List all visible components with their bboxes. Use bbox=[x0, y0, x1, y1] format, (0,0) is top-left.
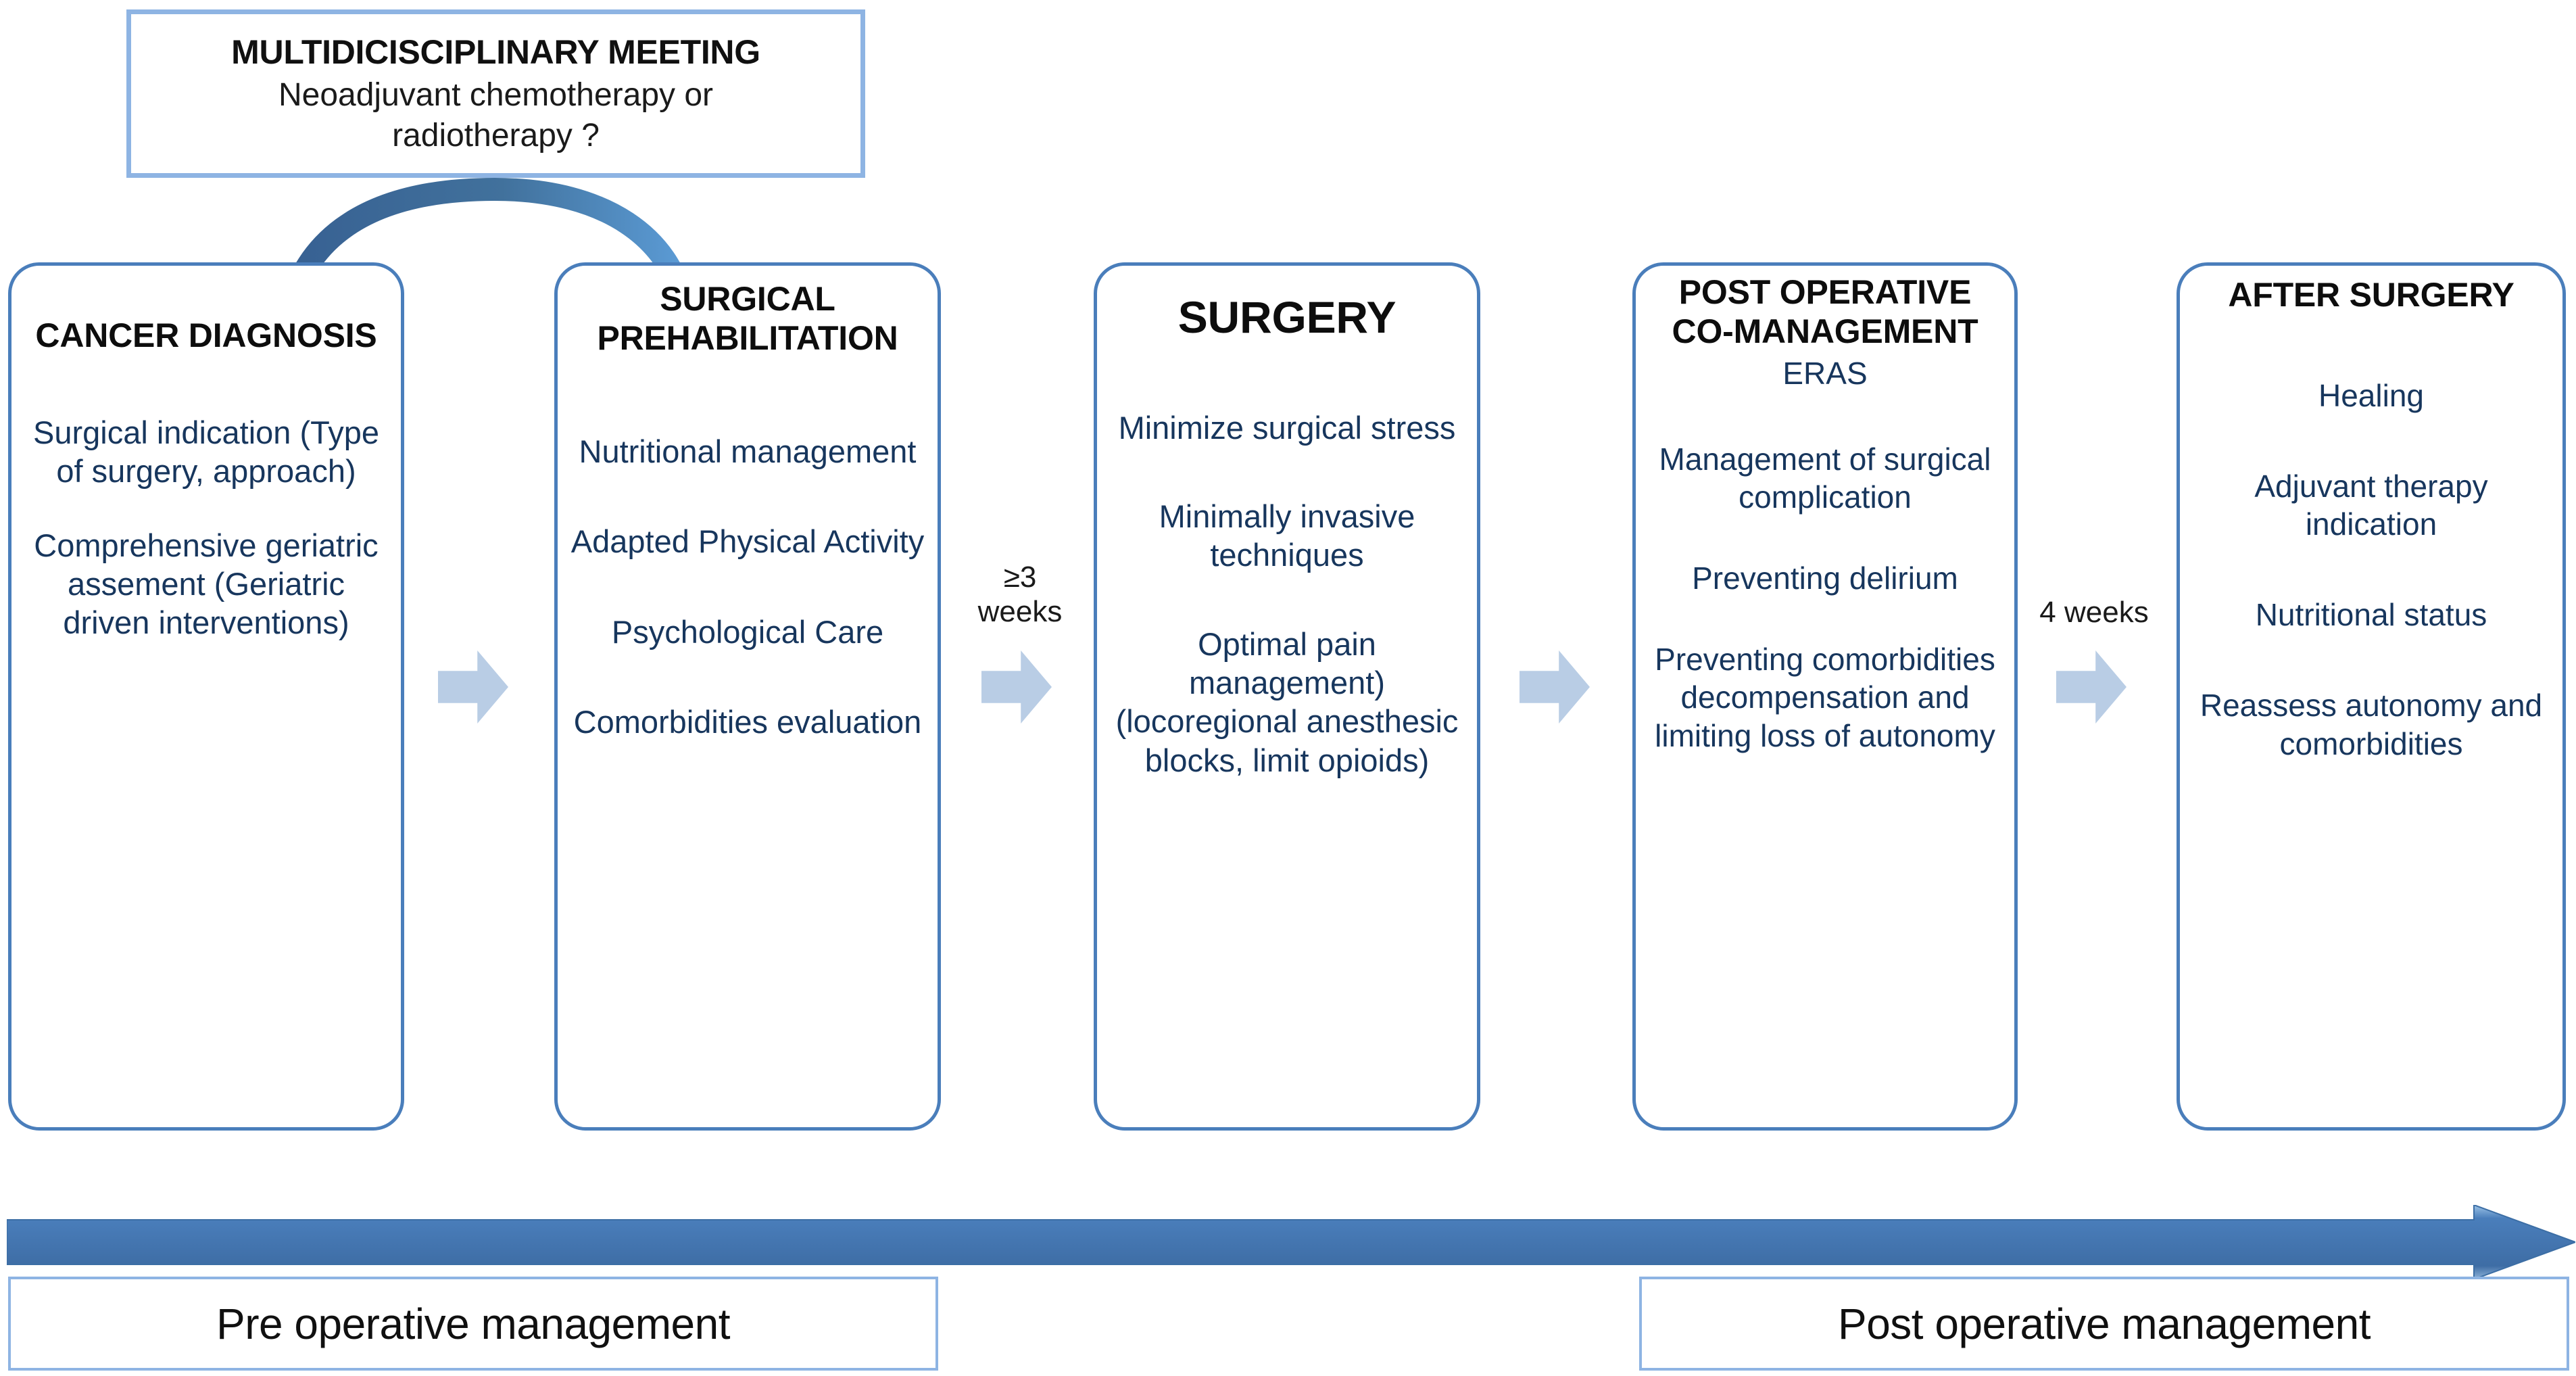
meeting-title: MULTIDICISCIPLINARY MEETING bbox=[231, 33, 760, 71]
multidisciplinary-meeting-box: MULTIDICISCIPLINARY MEETING Neoadjuvant … bbox=[126, 9, 865, 178]
stage-surgery: SURGERY Minimize surgical stress Minimal… bbox=[1094, 262, 1480, 1131]
stage-line: Minimally invasive techniques bbox=[1159, 498, 1415, 573]
meeting-subtitle: Neoadjuvant chemotherapy or radiotherapy… bbox=[278, 77, 714, 153]
stage-line: Healing bbox=[2318, 378, 2424, 413]
stage-line: Comprehensive geriatric assement (Geriat… bbox=[34, 527, 379, 641]
phase-box-post-operative: Post operative management bbox=[1639, 1277, 2569, 1371]
stage-title: SURGICAL PREHABILITATION bbox=[597, 280, 898, 357]
stage-line: Management of surgical complication bbox=[1659, 442, 1991, 515]
connector-arrow-prehabilitation-to-surgery bbox=[981, 650, 1052, 723]
stage-line: Optimal pain management) (locoregional a… bbox=[1115, 625, 1459, 778]
stage-surgical-prehabilitation: SURGICAL PREHABILITATION Nutritional man… bbox=[554, 262, 941, 1131]
interval-label-three-weeks: ≥3 weeks bbox=[977, 561, 1063, 629]
stage-body: Management of surgical complication Prev… bbox=[1645, 440, 2005, 755]
stage-line: Preventing comorbidities decompensation … bbox=[1655, 642, 1995, 753]
stage-title: AFTER SURGERY bbox=[2228, 276, 2514, 314]
stage-line: Minimize surgical stress bbox=[1118, 409, 1456, 446]
stage-line: Adjuvant therapy indication bbox=[2254, 469, 2488, 542]
stage-cancer-diagnosis: CANCER DIAGNOSIS Surgical indication (Ty… bbox=[8, 262, 404, 1131]
stage-subtitle-eras: ERAS bbox=[1782, 356, 1868, 391]
phase-box-pre-operative: Pre operative management bbox=[8, 1277, 938, 1371]
stage-body: Healing Adjuvant therapy indication Nutr… bbox=[2189, 377, 2553, 763]
connector-arrow-surgery-to-postoperative bbox=[1520, 650, 1590, 723]
stage-body: Surgical indication (Type of surgery, ap… bbox=[21, 413, 391, 642]
stage-body: Minimize surgical stress Minimally invas… bbox=[1107, 408, 1467, 780]
stage-after-surgery: AFTER SURGERY Healing Adjuvant therapy i… bbox=[2177, 262, 2566, 1131]
connector-arrow-diagnosis-to-prehabilitation bbox=[438, 650, 508, 723]
phase-label: Pre operative management bbox=[216, 1299, 731, 1348]
stage-title: SURGERY bbox=[1177, 292, 1396, 342]
stage-line: Comorbidities evaluation bbox=[573, 703, 922, 740]
stage-line: Nutritional status bbox=[2255, 597, 2487, 633]
phase-label: Post operative management bbox=[1838, 1299, 2371, 1348]
stage-line: Surgical indication (Type of surgery, ap… bbox=[32, 414, 380, 490]
stage-title: CANCER DIAGNOSIS bbox=[35, 316, 377, 354]
stage-post-operative-co-management: POST OPERATIVE CO-MANAGEMENT ERAS Manage… bbox=[1632, 262, 2018, 1131]
stage-line: Adapted Physical Activity bbox=[570, 523, 925, 560]
connector-arrow-postoperative-to-after-surgery bbox=[2056, 650, 2127, 723]
timeline-arrow bbox=[7, 1205, 2575, 1279]
stage-line: Preventing delirium bbox=[1692, 561, 1958, 596]
stage-title: POST OPERATIVE CO-MANAGEMENT bbox=[1672, 273, 1978, 350]
stage-body: Nutritional management Adapted Physical … bbox=[567, 432, 928, 741]
interval-label-four-weeks: 4 weeks bbox=[2039, 596, 2149, 629]
stage-line: Nutritional management bbox=[579, 433, 917, 469]
stage-line: Psychological Care bbox=[611, 613, 884, 650]
stage-line: Reassess autonomy and comorbidities bbox=[2200, 688, 2543, 761]
